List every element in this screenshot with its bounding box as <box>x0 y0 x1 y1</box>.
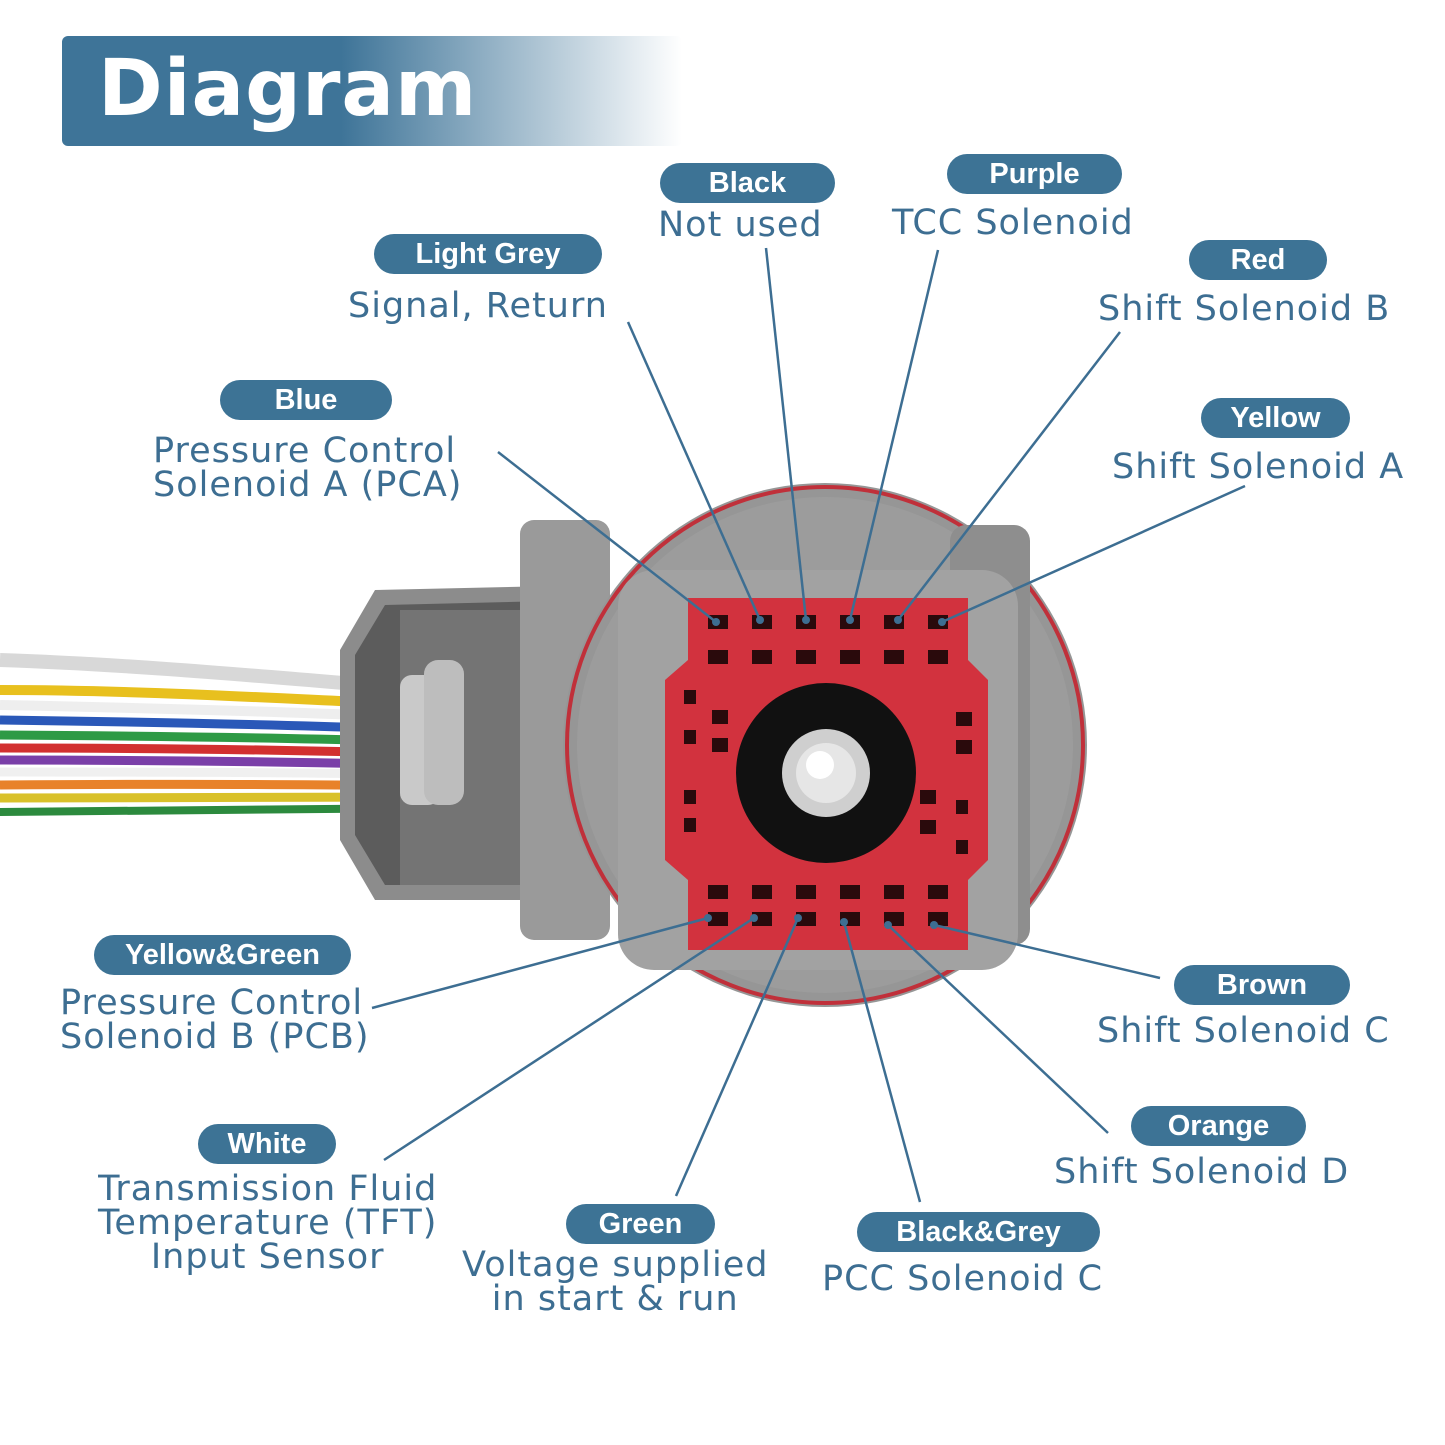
pin-function: Not used <box>658 205 823 245</box>
wire-color-badge: White <box>198 1124 336 1164</box>
wire-color-badge: Black <box>660 163 835 203</box>
pin-function: Voltage supplied in start & run <box>462 1245 769 1319</box>
connector-side-housing <box>340 520 610 940</box>
wire-color-badge: Yellow <box>1201 398 1350 438</box>
page-title: Diagram <box>98 44 478 134</box>
wire-color-badge: Green <box>566 1204 715 1244</box>
wire-color-badge: Blue <box>220 380 392 420</box>
title-banner: Diagram <box>62 36 682 146</box>
wire-color-badge: Light Grey <box>374 234 602 274</box>
pin-function: Shift Solenoid C <box>1097 1011 1390 1051</box>
pin-function: Pressure Control Solenoid A (PCA) <box>153 431 463 505</box>
pin-function: PCC Solenoid C <box>822 1259 1104 1299</box>
pin-function: Shift Solenoid D <box>1054 1152 1350 1192</box>
pin-function: TCC Solenoid <box>892 203 1134 243</box>
wire-color-badge: Purple <box>947 154 1122 194</box>
pin-function: Shift Solenoid A <box>1112 447 1405 487</box>
leader-lines <box>371 247 1246 1203</box>
pin-function: Pressure Control Solenoid B (PCB) <box>60 983 370 1057</box>
wire-color-badge: Brown <box>1174 965 1350 1005</box>
pin-function: Signal, Return <box>348 286 608 326</box>
wire-color-badge: Orange <box>1131 1106 1306 1146</box>
leader-dots <box>704 616 946 929</box>
pin-function: Shift Solenoid B <box>1098 289 1391 329</box>
pin-function: Transmission Fluid Temperature (TFT) Inp… <box>98 1169 438 1277</box>
pin-face <box>665 598 988 950</box>
wire-color-badge: Yellow&Green <box>94 935 351 975</box>
wire-color-badge: Black&Grey <box>857 1212 1100 1252</box>
wire-color-badge: Red <box>1189 240 1327 280</box>
